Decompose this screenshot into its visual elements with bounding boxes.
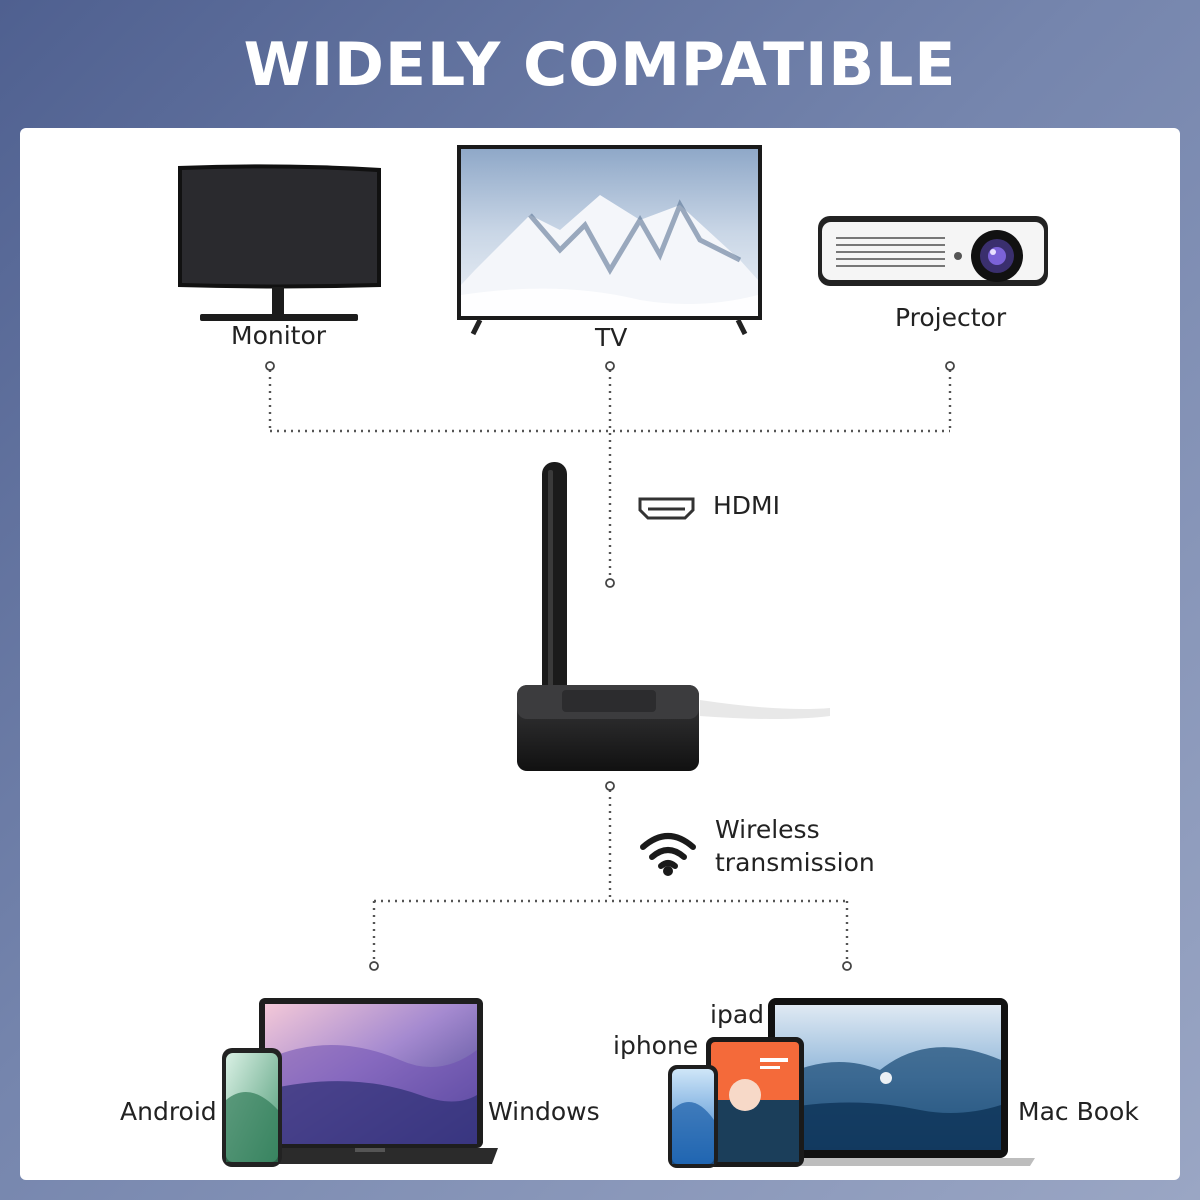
monitor-label: Monitor [231, 321, 327, 350]
android-label: Android [120, 1097, 217, 1126]
wireless-connection-lines [372, 790, 849, 962]
ipad-label: ipad [710, 1000, 765, 1029]
hdmi-port-icon [638, 497, 695, 520]
ipad-icon [706, 1037, 804, 1167]
macbook-label: Mac Book [1018, 1097, 1139, 1126]
macbook-icon [755, 998, 1035, 1166]
hdmi-label: HDMI [713, 491, 780, 520]
iphone-icon [668, 1065, 718, 1168]
windows-label: Windows [488, 1097, 600, 1126]
projector-icon [818, 216, 1048, 286]
compatibility-panel: Monitor TV Projector HDMI Wireless trans… [20, 128, 1180, 1180]
wireless-label-line2: transmission [715, 848, 875, 877]
android-phone-icon [222, 1048, 282, 1167]
windows-laptop-icon [240, 998, 498, 1164]
tv-icon [457, 145, 762, 336]
wireless-label-line1: Wireless [715, 815, 820, 844]
monitor-icon [178, 164, 381, 321]
page-title: WIDELY COMPATIBLE [243, 30, 957, 100]
tv-label: TV [595, 323, 628, 352]
iphone-label: iphone [613, 1031, 699, 1060]
projector-label: Projector [895, 303, 1007, 332]
diagram-canvas [178, 145, 1048, 1168]
hdmi-connection-lines [268, 370, 952, 580]
wireless-receiver-device [517, 462, 830, 771]
connector-nodes [265, 361, 955, 588]
wifi-icon [640, 833, 696, 876]
